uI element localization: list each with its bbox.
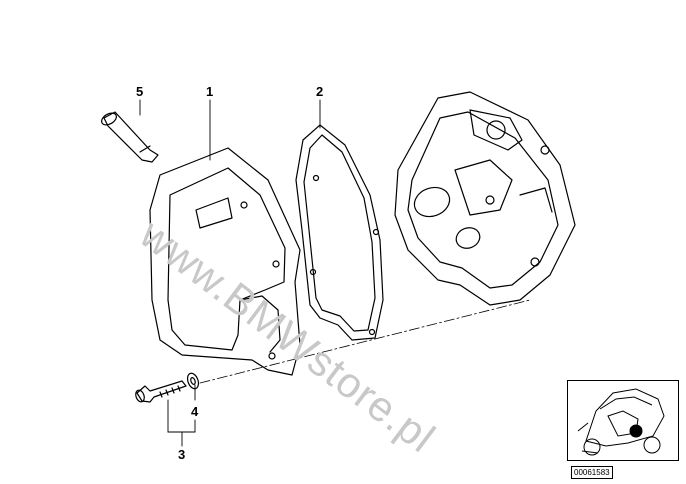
leader-lines (139, 99, 321, 447)
scooter-location-thumbnail (567, 380, 679, 461)
assembly-axis-line (199, 299, 531, 384)
part-1-cover (149, 147, 301, 376)
part-4-washer (186, 372, 200, 390)
cylinder-head (394, 91, 576, 306)
document-number: 00061583 (571, 466, 613, 479)
part-5-sleeve (101, 111, 159, 163)
scooter-sketch-icon (577, 388, 665, 456)
callout-4: 4 (191, 404, 199, 419)
callout-3: 3 (178, 447, 186, 462)
callout-2: 2 (316, 84, 324, 99)
callout-1: 1 (206, 84, 214, 99)
callout-5: 5 (136, 84, 144, 99)
part-2-gasket (295, 124, 384, 341)
part-3-bolt (135, 380, 187, 403)
